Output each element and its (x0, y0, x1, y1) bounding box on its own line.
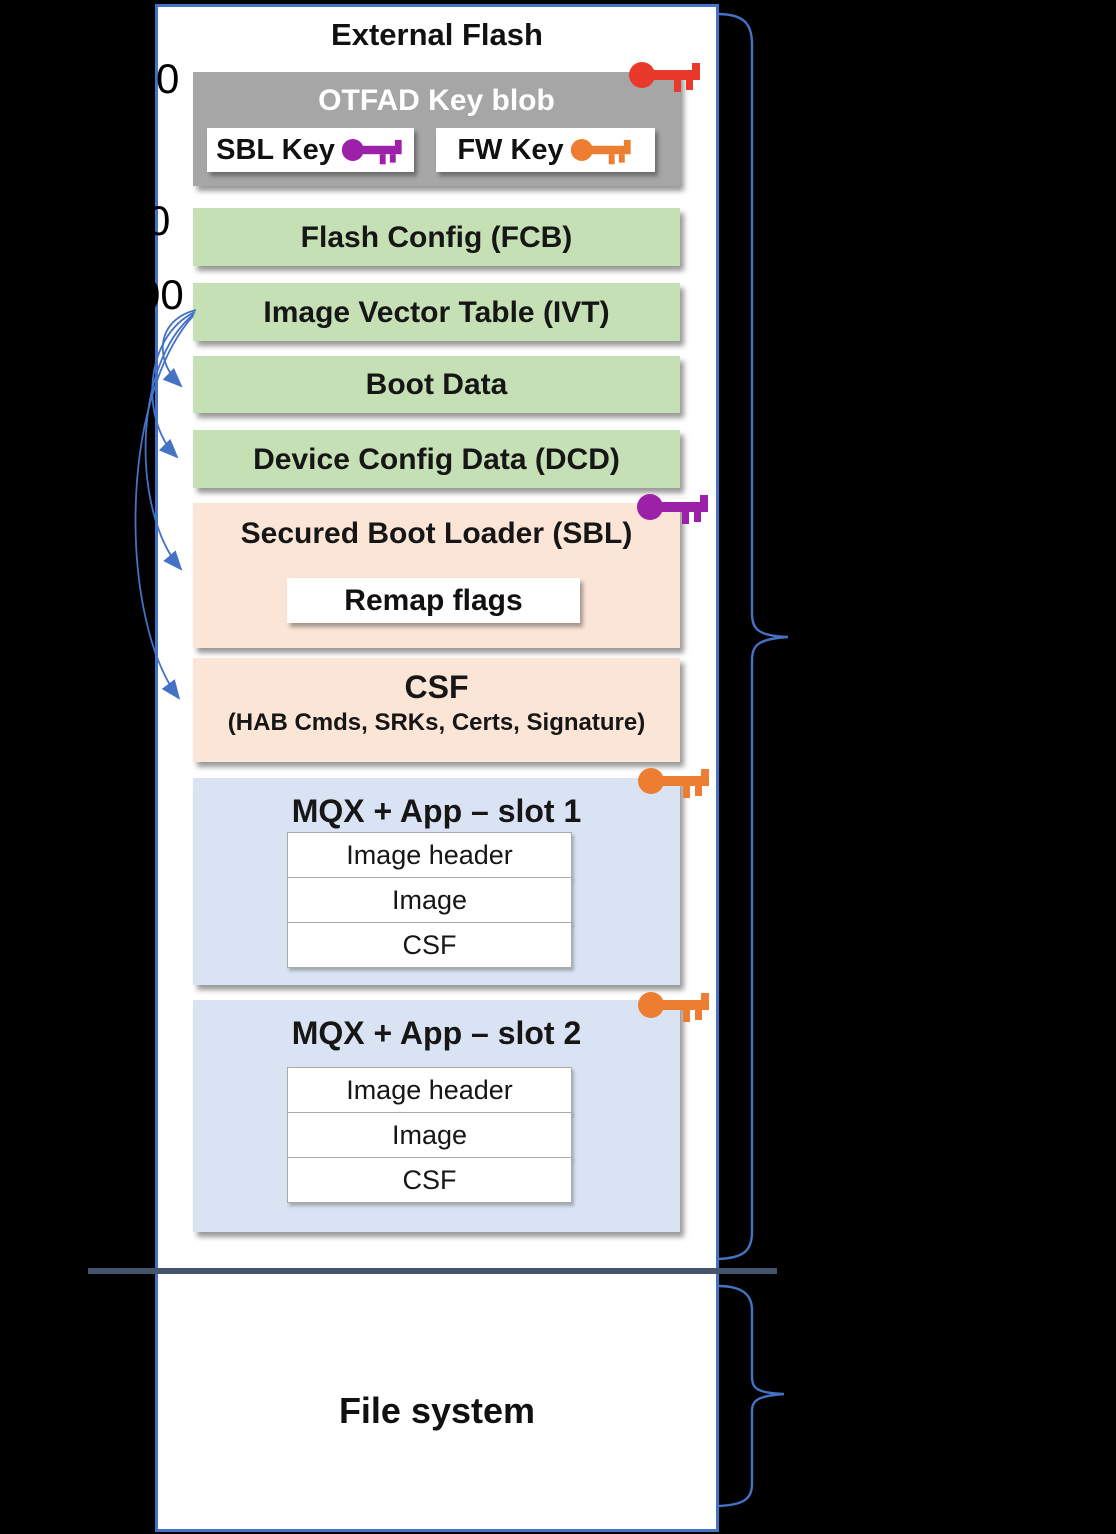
sbl-box: Secured Boot Loader (SBL) (193, 503, 680, 648)
address-label-otfad: 0 (156, 55, 180, 102)
ivt-label: Image Vector Table (IVT) (263, 295, 610, 329)
external-flash-brace (716, 12, 789, 1261)
purple-key-icon (341, 139, 402, 165)
sbl-key-box: SBL Key (207, 128, 414, 172)
fw-key-label: FW Key (457, 133, 564, 166)
boot-data-label: Boot Data (365, 368, 508, 401)
dcd-label: Device Config Data (DCD) (253, 442, 620, 476)
csf-label: CSF (404, 669, 469, 705)
orange-key-icon (570, 139, 631, 165)
slot1-image-header-row: Image header (287, 832, 572, 878)
mqx-slot1-rows: Image header Image CSF (287, 832, 572, 968)
mqx-slot2-rows: Image header Image CSF (287, 1067, 572, 1203)
address-label-fcb: 0 (147, 197, 171, 244)
remap-flags-box: Remap flags (287, 578, 580, 623)
purple-key-icon-sbl (636, 490, 712, 533)
sbl-label: Secured Boot Loader (SBL) (240, 517, 633, 550)
external-flash-title: External Flash (331, 17, 543, 52)
slot1-image-row: Image (287, 877, 572, 923)
dcd-box: Device Config Data (DCD) (193, 430, 680, 488)
orange-key-icon-slot2 (637, 988, 713, 1031)
flash-config-box: Flash Config (FCB) (193, 208, 680, 266)
fw-key-box: FW Key (436, 128, 655, 172)
sbl-key-label: SBL Key (216, 133, 335, 166)
file-system-brace (717, 1284, 785, 1508)
orange-key-icon-slot1 (637, 764, 713, 807)
address-label-ivt: 00 (137, 271, 184, 318)
red-key-icon (628, 58, 704, 101)
otfad-key-blob-label: OTFAD Key blob (318, 84, 555, 117)
boot-data-box: Boot Data (193, 356, 680, 413)
slot2-image-header-row: Image header (287, 1067, 572, 1113)
slot2-image-row: Image (287, 1112, 572, 1158)
slot2-csf-row: CSF (287, 1157, 572, 1203)
ivt-box: Image Vector Table (IVT) (193, 283, 680, 341)
csf-sublabel: (HAB Cmds, SRKs, Certs, Signature) (227, 709, 646, 737)
remap-flags-label: Remap flags (344, 583, 523, 617)
csf-box: CSF (HAB Cmds, SRKs, Certs, Signature) (193, 658, 680, 762)
flash-config-label: Flash Config (FCB) (300, 220, 573, 254)
file-system-label: File system (338, 1390, 536, 1431)
mqx-slot2-label: MQX + App – slot 2 (291, 1015, 582, 1051)
mqx-slot1-label: MQX + App – slot 1 (291, 793, 582, 829)
slot1-csf-row: CSF (287, 922, 572, 968)
flash-filesystem-divider (88, 1268, 777, 1274)
